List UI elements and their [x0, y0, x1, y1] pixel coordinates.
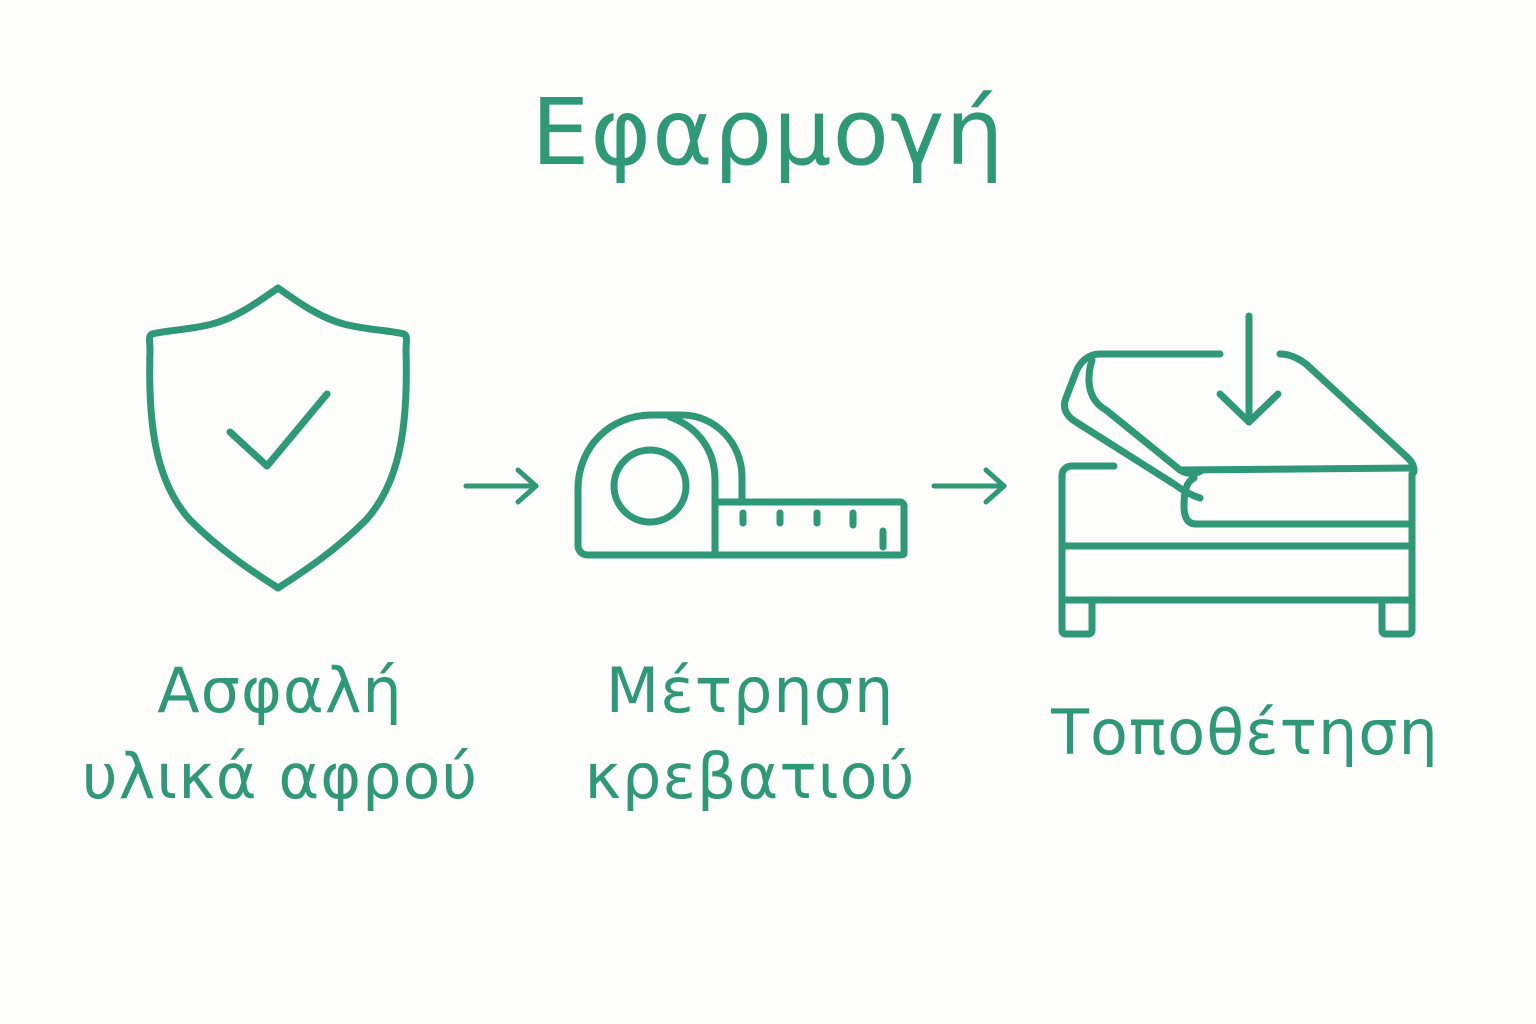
step-label-safe-foam: Ασφαλή υλικά αφρού	[60, 648, 500, 820]
flow-arrow-2	[930, 466, 1014, 506]
label-line: Ασφαλή	[157, 654, 403, 727]
bed-mattress-placement-icon	[1052, 310, 1427, 640]
label-line: υλικά αφρού	[81, 740, 479, 813]
label-line: Μέτρηση	[605, 654, 895, 727]
shield-check-icon	[140, 280, 420, 600]
step-placement	[1052, 310, 1427, 640]
flow-arrow-1	[462, 466, 546, 506]
page-title: Εφαρμογή	[531, 79, 1005, 186]
step-safe-foam	[140, 280, 420, 600]
tape-measure-icon	[570, 405, 915, 570]
step-label-measure-bed: Μέτρηση κρεβατιού	[540, 648, 960, 820]
label-line: κρεβατιού	[584, 740, 916, 813]
arrow-right-icon	[462, 466, 546, 506]
step-measure-bed	[570, 405, 915, 570]
arrow-right-icon	[930, 466, 1014, 506]
step-label-placement: Τοποθέτηση	[1020, 690, 1470, 776]
label-line: Τοποθέτηση	[1051, 696, 1439, 769]
